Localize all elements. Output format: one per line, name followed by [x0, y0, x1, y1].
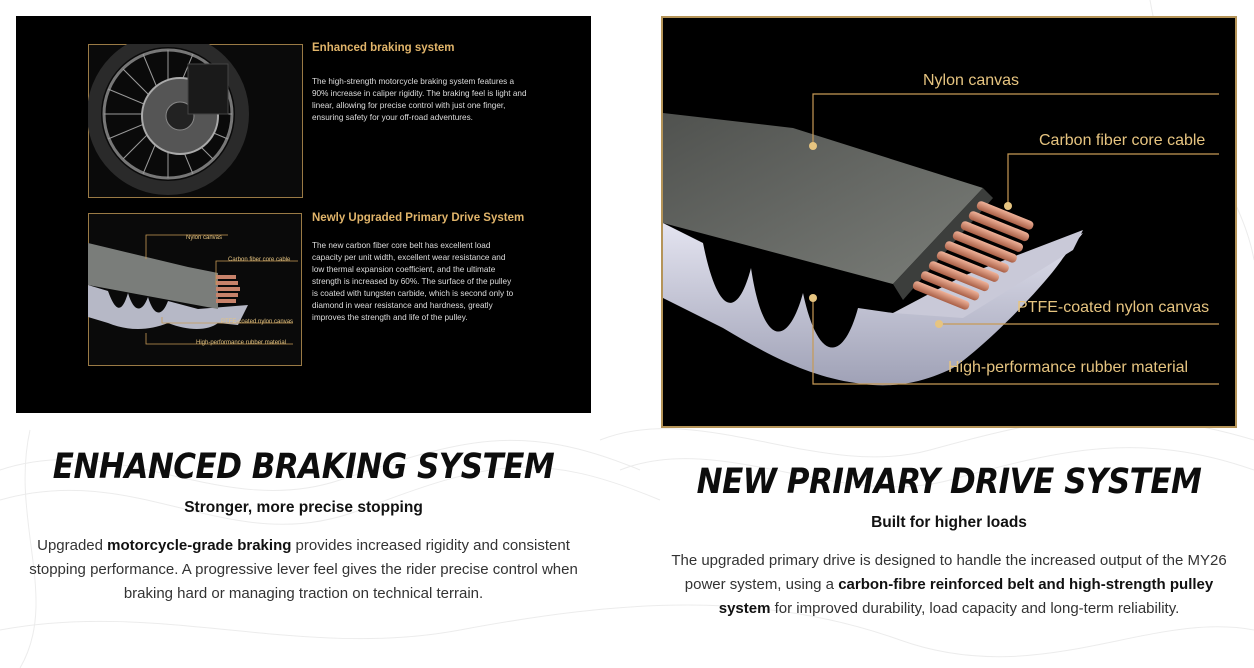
small-label-ptfe: PTFE-coated nylon canvas [221, 319, 294, 325]
small-label-nylon: Nylon canvas [186, 235, 223, 241]
braking-image: Enhanced braking system The high-strengt… [16, 16, 591, 413]
label-carbon: Carbon fiber core cable [1039, 132, 1206, 149]
brake-disc-image [88, 44, 303, 198]
drive-subheading: Built for higher loads [871, 514, 1027, 531]
label-ptfe: PTFE-coated nylon canvas [1017, 299, 1210, 316]
braking-subheading: Stronger, more precise stopping [184, 499, 423, 516]
drive-description: The upgraded primary drive is designed t… [671, 552, 1227, 617]
label-nylon: Nylon canvas [923, 72, 1020, 89]
drive-image: Nylon canvas Carbon fiber core cable PTF… [661, 16, 1237, 428]
drive-info-text: The new carbon fiber core belt has excel… [312, 241, 514, 322]
small-label-carbon: Carbon fiber core cable [228, 257, 291, 263]
drive-info-title: Newly Upgraded Primary Drive System [312, 212, 525, 224]
braking-section: Enhanced braking system The high-strengt… [16, 16, 591, 606]
brake-info-text: The high-strength motorcycle braking sys… [312, 77, 527, 122]
braking-heading: ENHANCED BRAKING SYSTEM [52, 446, 555, 488]
belt-cross-section-large [663, 93, 1219, 386]
drive-section: Nylon canvas Carbon fiber core cable PTF… [661, 16, 1237, 621]
small-label-rubber: High-performance rubber material [196, 340, 287, 346]
braking-description: Upgraded motorcycle-grade braking provid… [29, 537, 578, 602]
drive-heading: NEW PRIMARY DRIVE SYSTEM [696, 461, 1202, 503]
brake-info-title: Enhanced braking system [312, 42, 455, 54]
belt-cross-section-small [88, 213, 302, 366]
label-rubber: High-performance rubber material [948, 359, 1189, 376]
